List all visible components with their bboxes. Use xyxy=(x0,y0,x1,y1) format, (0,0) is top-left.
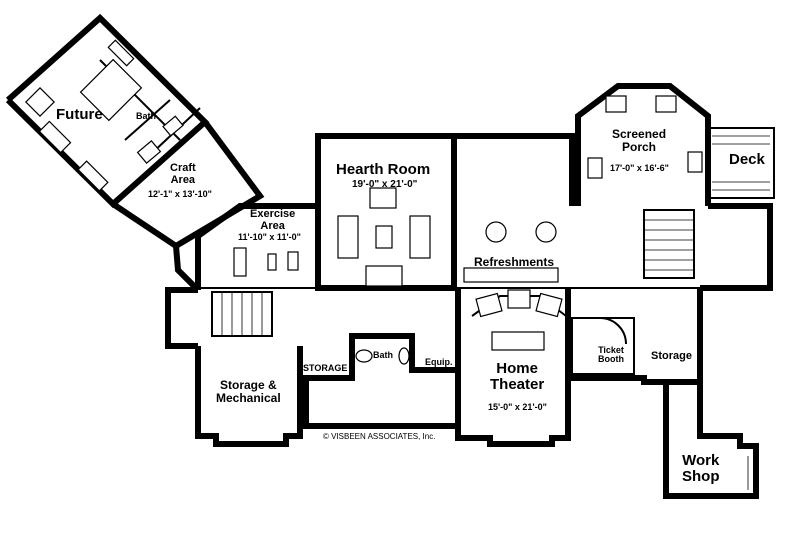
room-label-bath-upper: Bath xyxy=(136,111,156,121)
room-dims-exercise: 11'-10" x 11'-0" xyxy=(238,232,301,242)
room-label-hearth: Hearth Room xyxy=(336,161,431,178)
room-label-bath-lower: Bath xyxy=(373,350,393,360)
room-label-deck: Deck xyxy=(727,151,767,168)
craft-furniture xyxy=(136,115,184,164)
room-label-craft: Craft Area xyxy=(170,162,196,186)
room-label-storage-small: STORAGE xyxy=(303,363,348,373)
room-label-home-theater: Home Theater xyxy=(490,360,545,393)
hearth-furniture xyxy=(337,187,431,287)
room-label-storage-right: Storage xyxy=(651,350,692,362)
room-label-equip: Equip. xyxy=(425,357,453,367)
room-label-work-shop: Work Shop xyxy=(682,452,720,485)
copyright-notice: © VISBEEN ASSOCIATES, Inc. xyxy=(323,432,436,441)
main-walls xyxy=(165,83,775,499)
room-dims-home-theater: 15'-0" x 21'-0" xyxy=(488,402,547,412)
room-label-ticket-booth: Ticket Booth xyxy=(598,345,624,365)
room-label-storage-mechanical: Storage & Mechanical xyxy=(216,378,281,405)
exercise-equipment xyxy=(233,247,299,277)
room-label-exercise: Exercise Area xyxy=(250,208,296,232)
room-label-screened-porch: Screened Porch xyxy=(612,127,667,154)
future-furniture xyxy=(25,39,143,192)
room-dims-screened-porch: 17'-0" x 16'-6" xyxy=(610,163,669,173)
theater-seating xyxy=(475,289,563,351)
bath-fixtures xyxy=(355,347,410,365)
refreshment-tables xyxy=(463,221,559,283)
room-label-refreshments: Refreshments xyxy=(474,255,555,269)
room-dims-hearth: 19'-0" x 21'-0" xyxy=(352,179,418,190)
porch-furniture xyxy=(587,95,703,179)
room-label-future: Future xyxy=(56,106,103,123)
room-dims-craft: 12'-1" x 13'-10" xyxy=(148,189,212,199)
